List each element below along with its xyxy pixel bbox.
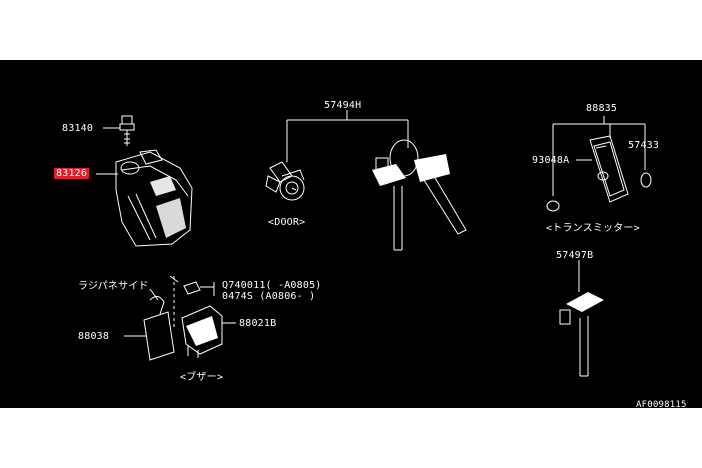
label-88038: 88038	[78, 331, 110, 342]
lock-set-57494h-drawing	[265, 110, 467, 251]
bolt-83140-drawing	[103, 115, 135, 146]
caption-door: <DOOR>	[268, 217, 306, 228]
label-bolt-q740011: Q740011( -A0805)	[222, 280, 322, 291]
label-radiator-panel-side: ラジパネサイド	[78, 281, 149, 292]
label-93048a: 93048A	[532, 155, 570, 166]
label-57494h: 57494H	[324, 100, 362, 111]
caption-transmitter: <トランスミッター>	[546, 223, 640, 234]
label-88021b: 88021B	[239, 318, 277, 329]
corner-drawing-code: AF0098115	[636, 400, 687, 410]
caption-buzzer: <ブザー>	[180, 372, 224, 383]
label-88835: 88835	[586, 103, 618, 114]
transmitter-88835-drawing	[546, 116, 652, 212]
label-83126-highlighted[interactable]: 83126	[54, 168, 90, 179]
buzzer-assembly-drawing	[124, 275, 236, 361]
key-cylinder-57497b-drawing	[559, 260, 604, 377]
label-57433: 57433	[628, 140, 660, 151]
parts-diagram-canvas: 83140 83126 57494H <DOOR> 88835 93048A 5…	[0, 60, 702, 410]
bottom-margin	[0, 408, 702, 468]
label-bolt-0474s: 0474S (A0806- )	[222, 291, 316, 302]
label-83140: 83140	[62, 123, 94, 134]
label-57497b: 57497B	[556, 250, 594, 261]
parts-drawing	[96, 110, 652, 377]
top-margin	[0, 0, 702, 60]
horn-83126-drawing	[96, 149, 193, 247]
